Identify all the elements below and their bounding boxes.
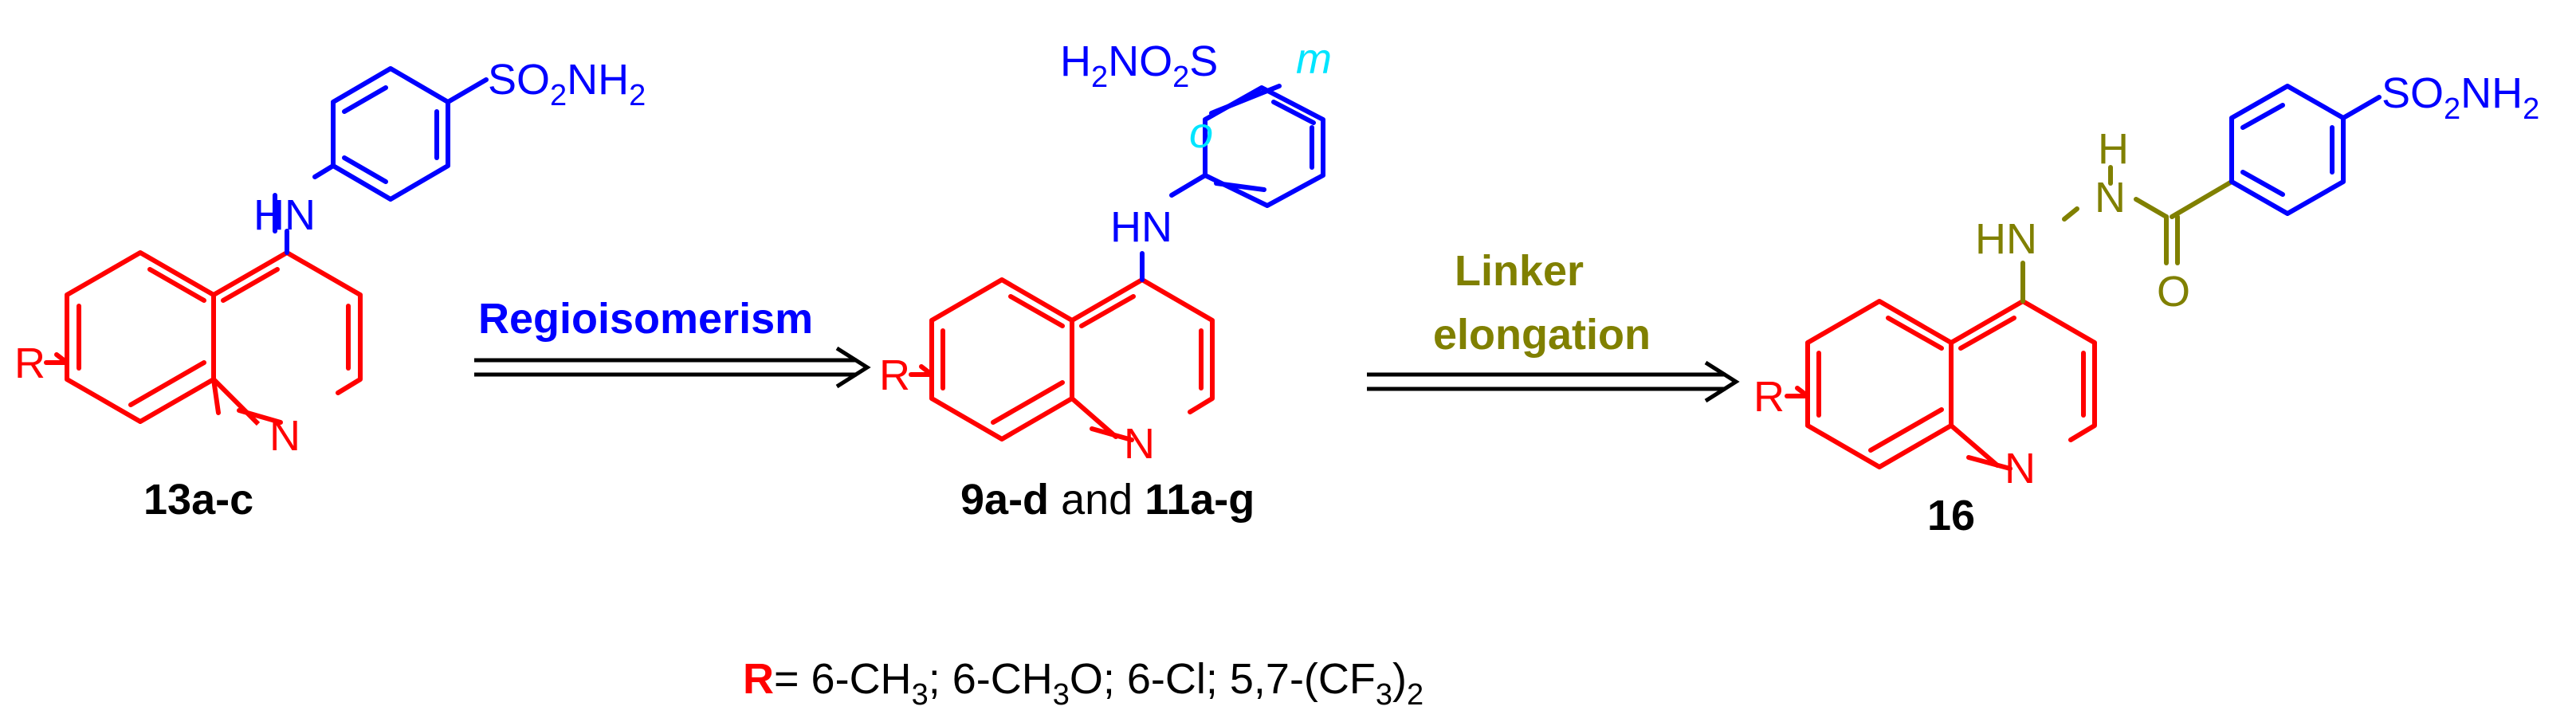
- aniline-9: [1140, 84, 1325, 282]
- substituent-r-16: R: [1753, 373, 1785, 421]
- hydrazide-h-label: H: [2098, 125, 2129, 173]
- amine-label-13: HN: [253, 191, 316, 239]
- compound-9-11: R N HN H2NO2S m o 9a-d and 11a-g: [879, 35, 1332, 524]
- quinoline-core-16: [1785, 299, 2097, 471]
- arrow-label-elongation: elongation: [1433, 311, 1651, 359]
- substituent-r-9: R: [879, 351, 910, 399]
- quinoline-core-9: [909, 277, 1215, 442]
- sulfonamide-label-16: SO2NH2: [2382, 69, 2539, 126]
- arrow-linker-elongation: Linker elongation: [1367, 247, 1740, 403]
- ring-nitrogen-9: N: [1124, 420, 1155, 468]
- benzene-ring-16: [2229, 84, 2382, 216]
- compound-label-9-11: 9a-d and 11a-g: [960, 476, 1255, 524]
- amine-label-9: HN: [1110, 203, 1172, 251]
- substituent-r-13: R: [14, 339, 45, 387]
- carbonyl-o-label: O: [2157, 268, 2190, 316]
- compound-label-13: 13a-c: [143, 476, 253, 524]
- aniline-13: [273, 66, 489, 255]
- substituent-footnote: R= 6-CH3; 6-CH3O; 6-Cl; 5,7-(CF3)2: [743, 655, 1423, 712]
- ring-nitrogen-16: N: [2005, 445, 2036, 492]
- compound-16: R N HN H N O SO2NH2 16: [1753, 69, 2539, 540]
- sulfonamide-label-13: SO2NH2: [488, 56, 646, 112]
- position-o-label: o: [1189, 109, 1213, 157]
- ring-nitrogen-13: N: [269, 412, 300, 460]
- sulfonamide-label-9: H2NO2S: [1060, 37, 1218, 94]
- arrow-regioisomerism: Regioisomerism: [474, 295, 871, 389]
- compound-13: R N HN SO2NH2 13a-c: [14, 56, 646, 524]
- arrow-label-regioisomerism: Regioisomerism: [478, 295, 813, 343]
- arrow-label-linker: Linker: [1455, 247, 1584, 295]
- ring-bond-13: [211, 377, 261, 426]
- hydrazide-n-label: N: [2095, 174, 2126, 222]
- quinoline-core-13: [44, 250, 363, 425]
- position-m-label: m: [1296, 35, 1332, 83]
- compound-label-16: 16: [1927, 492, 1975, 540]
- hydrazide-linker: [2020, 165, 2234, 304]
- amine-label-16: HN: [1975, 215, 2037, 263]
